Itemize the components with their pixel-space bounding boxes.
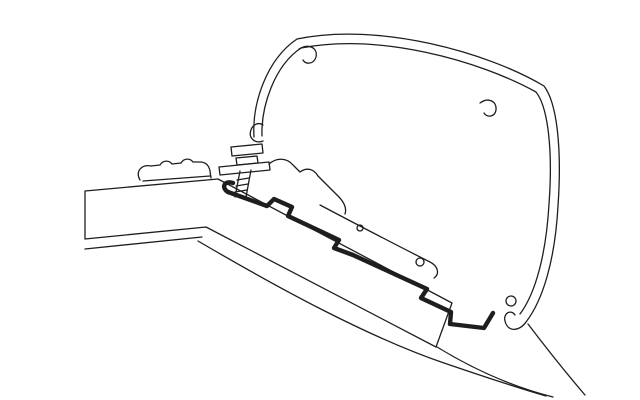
roof-inner-line-left (84, 236, 203, 250)
vehicle-roof-hatched-section (84, 178, 554, 398)
bolt-clamp-plate (218, 161, 271, 176)
cassette-outer-outline (253, 33, 560, 331)
adapter-bracket-bold-outline (221, 180, 496, 331)
cassette-top-left-rib-hook (298, 45, 317, 64)
lead-rail-base-line (142, 175, 211, 182)
support-profile-small-detail (356, 224, 364, 232)
roof-section-polygon (84, 178, 453, 348)
cassette-inner-outline (261, 43, 551, 315)
cassette-top-right-rib-hook (479, 99, 497, 117)
support-profile-roll-detail (415, 257, 425, 267)
awning-cassette-profile (249, 33, 586, 396)
bracket-main-profile (225, 189, 496, 331)
vehicle-wall-outer-line (436, 346, 554, 398)
support-profile-upper-squiggle (268, 158, 347, 215)
cassette-bottom-tail-line (527, 323, 586, 396)
cassette-bottom-roller-detail (505, 295, 517, 307)
bolt-head-cap (230, 143, 264, 157)
vehicle-wall-inner-line (197, 240, 547, 397)
mounting-bolt-assembly (218, 143, 271, 198)
lead-rail-outline (137, 158, 212, 181)
cassette-support-profile (268, 158, 439, 279)
cassette-left-end-hook (249, 123, 264, 143)
roof-lead-rail-profile (137, 158, 212, 182)
bolt-thread-ticks (234, 177, 250, 193)
